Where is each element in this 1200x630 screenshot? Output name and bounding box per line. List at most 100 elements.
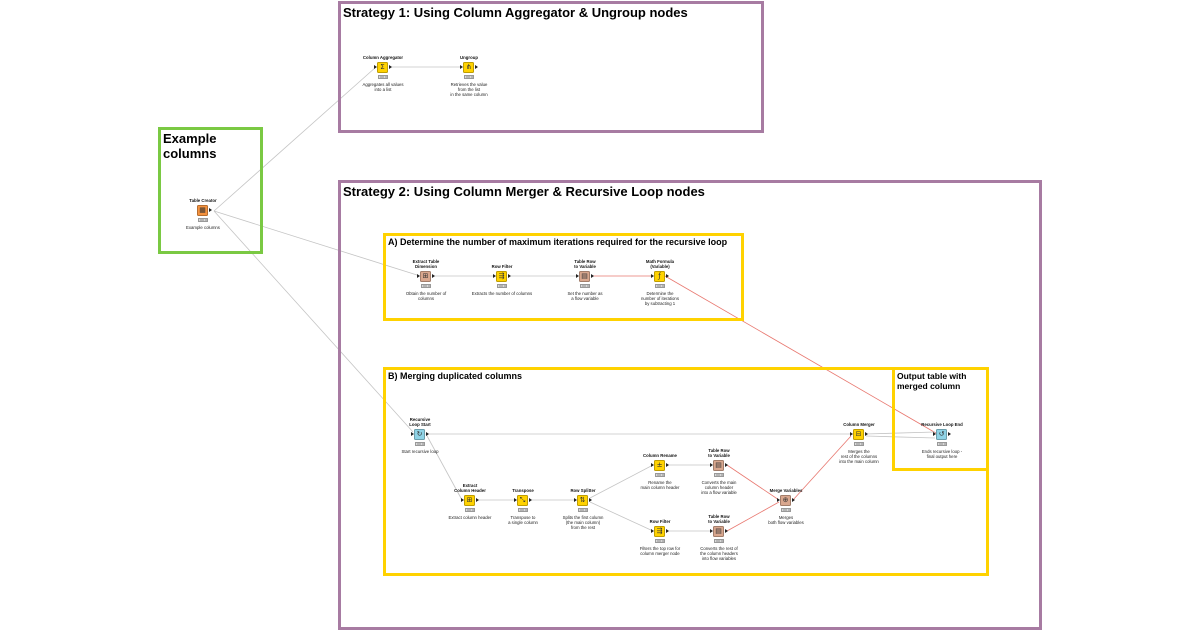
node-glyph: ⊟ bbox=[855, 430, 862, 438]
column-merge-icon[interactable]: ⊟ bbox=[853, 429, 864, 440]
output-port[interactable] bbox=[589, 498, 592, 502]
annotation-section-a[interactable]: A) Determine the number of maximum itera… bbox=[383, 233, 744, 321]
input-port[interactable] bbox=[493, 274, 496, 278]
filter-icon[interactable]: ⇶ bbox=[496, 271, 507, 282]
variable-icon[interactable]: ▤ bbox=[713, 526, 724, 537]
output-port[interactable] bbox=[432, 274, 435, 278]
output-port[interactable] bbox=[792, 498, 795, 502]
output-port[interactable] bbox=[475, 65, 478, 69]
input-port[interactable] bbox=[933, 432, 936, 436]
annotation-strategy-2[interactable]: Strategy 2: Using Column Merger & Recurs… bbox=[338, 180, 1042, 630]
node-status-indicator bbox=[415, 442, 425, 446]
node-description: Example columns bbox=[186, 225, 220, 230]
annotation-example-columns[interactable]: Example columns bbox=[158, 127, 263, 254]
connection-table-row-to-variable-to-merge-variables[interactable] bbox=[726, 464, 780, 501]
input-port[interactable] bbox=[514, 498, 517, 502]
loop-start-icon[interactable]: ↻ bbox=[414, 429, 425, 440]
output-port[interactable] bbox=[529, 498, 532, 502]
input-port[interactable] bbox=[710, 529, 713, 533]
connection-table-creator-to-recursive-loop-start[interactable] bbox=[213, 210, 414, 433]
output-port[interactable] bbox=[948, 432, 951, 436]
output-port[interactable] bbox=[476, 498, 479, 502]
node-title: Table Row to Variable bbox=[708, 514, 730, 524]
node-title: Ungroup bbox=[460, 55, 478, 60]
node-title: Recursive Loop End bbox=[921, 422, 963, 427]
variable-icon[interactable]: ▤ bbox=[579, 271, 590, 282]
filter-icon[interactable]: ⇶ bbox=[654, 526, 665, 537]
input-port[interactable] bbox=[574, 498, 577, 502]
node-glyph: ⊕ bbox=[782, 496, 789, 504]
rename-icon[interactable]: ± bbox=[654, 460, 665, 471]
node-glyph: ⋔ bbox=[465, 63, 472, 71]
connection-table-creator-to-column-aggregator[interactable] bbox=[213, 66, 377, 212]
transpose-icon[interactable]: ⤡ bbox=[517, 495, 528, 506]
node-glyph: ↺ bbox=[938, 430, 945, 438]
annotation-title: Strategy 1: Using Column Aggregator & Un… bbox=[343, 5, 688, 20]
output-port[interactable] bbox=[865, 432, 868, 436]
node-title: Table Row to Variable bbox=[574, 259, 596, 269]
node-glyph: ⇅ bbox=[579, 496, 586, 504]
input-port[interactable] bbox=[777, 498, 780, 502]
input-port[interactable] bbox=[411, 432, 414, 436]
input-port[interactable] bbox=[651, 463, 654, 467]
input-port[interactable] bbox=[576, 274, 579, 278]
node-glyph: ▤ bbox=[715, 527, 722, 535]
node-glyph: ƒ bbox=[658, 272, 661, 280]
ungroup-icon[interactable]: ⋔ bbox=[463, 62, 474, 73]
input-port[interactable] bbox=[417, 274, 420, 278]
connection-row-splitter-to-row-filter[interactable] bbox=[589, 501, 654, 532]
input-port[interactable] bbox=[651, 274, 654, 278]
annotation-strategy-1[interactable]: Strategy 1: Using Column Aggregator & Un… bbox=[338, 1, 764, 133]
connection-column-merger-to-recursive-loop-end[interactable] bbox=[865, 431, 936, 435]
node-status-indicator bbox=[378, 75, 388, 79]
split-icon[interactable]: ⇅ bbox=[577, 495, 588, 506]
input-port[interactable] bbox=[710, 463, 713, 467]
table-grid-icon[interactable]: ▦ bbox=[197, 205, 208, 216]
node-title: Table Row to Variable bbox=[708, 448, 730, 458]
connection-math-formula-to-recursive-loop-end[interactable] bbox=[664, 275, 942, 437]
node-status-indicator bbox=[578, 508, 588, 512]
connection-merge-variables-to-column-merger[interactable] bbox=[792, 435, 852, 501]
output-port[interactable] bbox=[666, 463, 669, 467]
formula-icon[interactable]: ƒ bbox=[654, 271, 665, 282]
node-title: Row Splitter bbox=[570, 488, 596, 493]
node-title: Merge Variables bbox=[769, 488, 803, 493]
connection-column-merger-to-recursive-loop-end-2[interactable] bbox=[865, 435, 936, 439]
node-glyph: ▤ bbox=[715, 461, 722, 469]
node-status-indicator bbox=[198, 218, 208, 222]
output-port[interactable] bbox=[591, 274, 594, 278]
input-port[interactable] bbox=[374, 65, 377, 69]
merge-icon[interactable]: ⊕ bbox=[780, 495, 791, 506]
node-glyph: ⤡ bbox=[519, 496, 526, 504]
node-description: Rename the main column header bbox=[640, 480, 680, 490]
input-port[interactable] bbox=[651, 529, 654, 533]
connection-row-splitter-to-column-rename[interactable] bbox=[589, 464, 654, 499]
connection-recursive-loop-start-to-extract-column-header[interactable] bbox=[425, 433, 463, 501]
header-icon[interactable]: ⊞ bbox=[464, 495, 475, 506]
output-port[interactable] bbox=[426, 432, 429, 436]
sigma-icon[interactable]: Σ bbox=[377, 62, 388, 73]
variable-icon[interactable]: ▤ bbox=[713, 460, 724, 471]
node-status-indicator bbox=[497, 284, 507, 288]
loop-end-icon[interactable]: ↺ bbox=[936, 429, 947, 440]
output-port[interactable] bbox=[666, 274, 669, 278]
connection-table-row-to-variable-2-to-merge-variables[interactable] bbox=[726, 501, 780, 532]
input-port[interactable] bbox=[460, 65, 463, 69]
output-port[interactable] bbox=[725, 463, 728, 467]
annotation-output-table[interactable]: Output table with merged column bbox=[892, 367, 989, 471]
input-port[interactable] bbox=[461, 498, 464, 502]
node-status-indicator bbox=[518, 508, 528, 512]
output-port[interactable] bbox=[508, 274, 511, 278]
input-port[interactable] bbox=[850, 432, 853, 436]
node-glyph: ± bbox=[656, 461, 663, 469]
dimension-icon[interactable]: ⊞ bbox=[420, 271, 431, 282]
output-port[interactable] bbox=[666, 529, 669, 533]
output-port[interactable] bbox=[725, 529, 728, 533]
node-status-indicator bbox=[655, 473, 665, 477]
output-port[interactable] bbox=[389, 65, 392, 69]
annotation-title: Output table with merged column bbox=[897, 371, 967, 391]
annotation-section-b[interactable]: B) Merging duplicated columns bbox=[383, 367, 989, 576]
node-status-indicator bbox=[714, 473, 724, 477]
output-port[interactable] bbox=[209, 208, 212, 212]
